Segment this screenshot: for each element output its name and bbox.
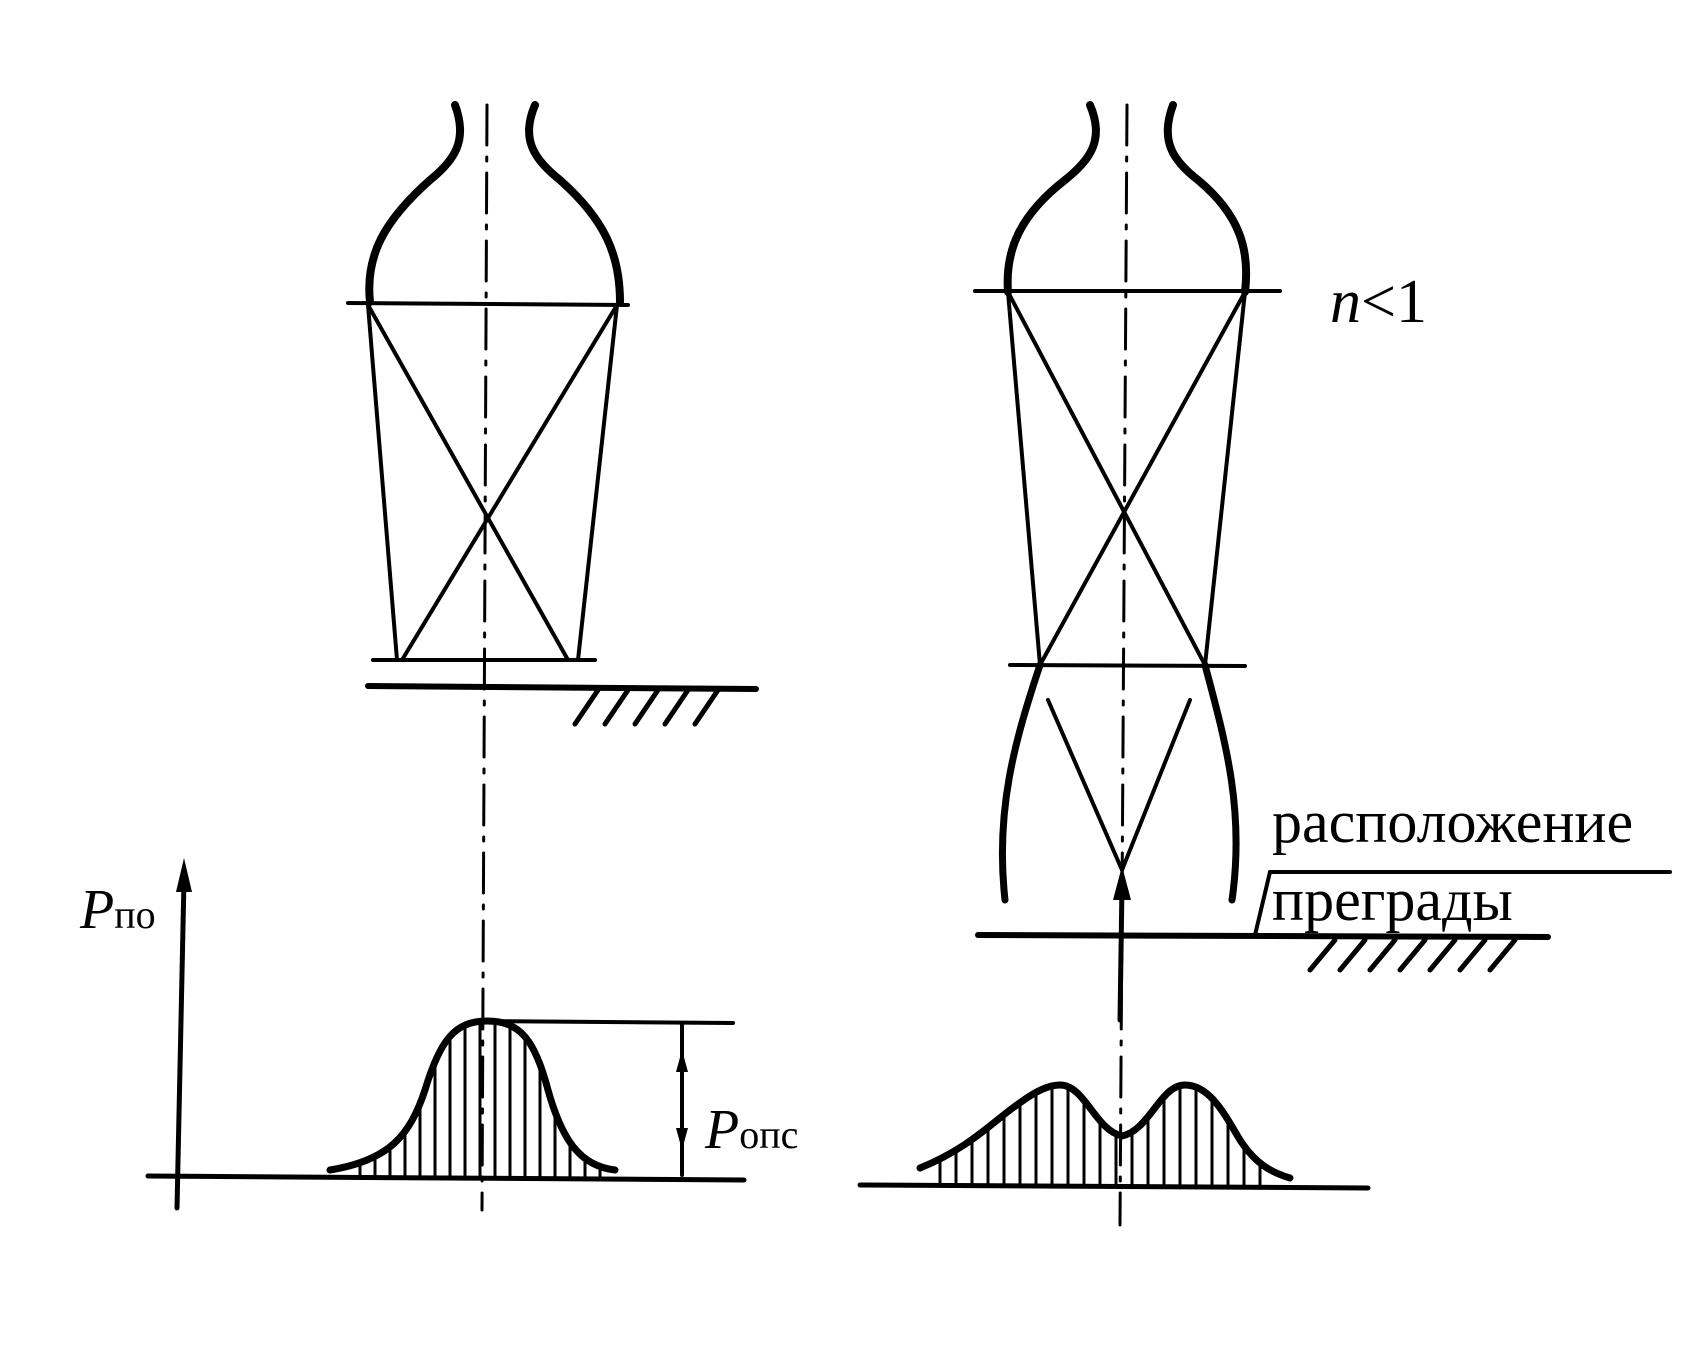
left-jet-figure — [145, 101, 759, 1212]
left-dimension-arrow-bottom — [676, 1128, 688, 1150]
left-nozzle-wall-left — [365, 101, 465, 306]
left-ray-1 — [366, 303, 570, 662]
p-po-sub: по — [114, 892, 155, 937]
left-peak-line — [476, 1019, 735, 1025]
n-relation: <1 — [1361, 268, 1427, 336]
left-jet-axis — [480, 103, 489, 1212]
right-axis-arrowhead — [1113, 866, 1131, 900]
left-pressure-curve — [326, 1017, 619, 1174]
right-pressure-curve — [916, 1081, 1294, 1182]
right-nozzle-wall-right — [1163, 101, 1251, 296]
left-pressure-axis-arrow — [174, 877, 187, 1211]
p-po-main: P — [79, 879, 114, 941]
left-obstacle-plate — [365, 683, 759, 692]
right-jet-boundary-right — [1203, 290, 1247, 667]
left-pressure-arrowhead — [176, 858, 192, 892]
p-ops-label: Pопс — [704, 1099, 798, 1161]
right-lower-boundary-left — [998, 661, 1044, 904]
right-jet-figure — [857, 101, 1672, 1227]
left-ray-2 — [400, 303, 619, 662]
p-po-label: Pпо — [79, 879, 156, 941]
right-secondary-line — [1008, 663, 1247, 668]
right-inner-ray-right — [1120, 698, 1192, 872]
right-inner-ray-left — [1046, 698, 1124, 872]
right-obstacle-hatch — [1307, 937, 1518, 973]
obstacle-label-leader — [1253, 870, 1272, 937]
n-less-than-one-label: n<1 — [1330, 268, 1427, 336]
right-baseline — [857, 1182, 1371, 1191]
left-jet-boundary-right — [576, 303, 619, 662]
p-ops-main: P — [704, 1099, 739, 1161]
right-axis-arrow — [1117, 882, 1125, 1023]
left-obstacle-hatch — [572, 687, 721, 727]
left-dimension-arrow-top — [676, 1050, 688, 1072]
obstacle-location-line2: преграды — [1272, 867, 1513, 933]
left-baseline — [145, 1173, 747, 1183]
right-pressure-curve-hatching — [938, 1087, 1262, 1188]
right-ray-2 — [1038, 290, 1247, 667]
right-nozzle-wall-left — [1003, 101, 1100, 296]
left-jet-boundary-left — [366, 303, 399, 662]
n-symbol: n — [1330, 268, 1361, 336]
right-lower-boundary-right — [1201, 661, 1240, 904]
left-nozzle-exit-line — [346, 301, 630, 307]
obstacle-location-line1: расположение — [1272, 789, 1633, 855]
left-nozzle-wall-right — [525, 101, 624, 306]
right-jet-boundary-left — [1006, 290, 1042, 667]
left-pressure-curve-hatching — [358, 1022, 602, 1178]
right-obstacle-plate — [975, 932, 1551, 940]
right-ray-1 — [1006, 290, 1207, 667]
p-ops-sub: опс — [739, 1112, 798, 1157]
